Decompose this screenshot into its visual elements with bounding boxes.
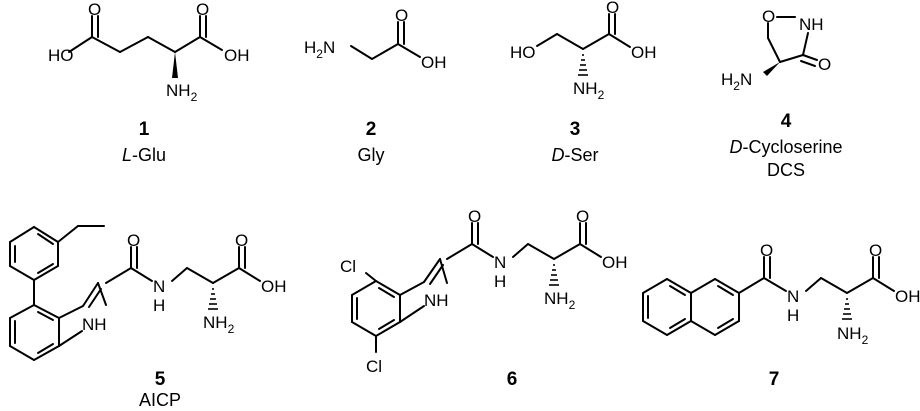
compound-number: 5 <box>155 369 166 390</box>
atom-label-main: NH <box>166 81 191 100</box>
atom-label: OH <box>421 53 447 72</box>
atom-label-n: N <box>323 38 335 57</box>
caption-rest: -Cycloserine <box>742 137 842 157</box>
compound-caption-abbreviation: DCS <box>767 160 805 180</box>
atom-label: O <box>235 231 248 250</box>
hashed-bond <box>549 264 559 286</box>
compound-caption: Gly <box>358 145 385 165</box>
compound-5-structure: O O OH N H NH NH2 5 AICP <box>9 225 287 410</box>
caption-prefix: L <box>122 145 132 165</box>
atom-label: H <box>153 296 165 315</box>
atom-label: O <box>395 6 408 25</box>
atom-label: NH <box>799 15 824 34</box>
compound-4-structure: O NH O H2N 4 D-Cycloserine DCS <box>721 7 843 180</box>
atom-label: O <box>606 0 619 17</box>
atom-label: H2N <box>304 38 335 61</box>
compound-number: 6 <box>507 369 518 390</box>
atom-label: O <box>576 207 589 226</box>
atom-label: H <box>494 272 506 291</box>
atom-label-subscript: 2 <box>569 298 576 312</box>
compound-number: 4 <box>781 111 792 132</box>
atom-label-subscript: 2 <box>228 322 235 336</box>
compound-caption: D-Ser <box>551 145 598 165</box>
atom-label-subscript: 2 <box>862 333 869 347</box>
atom-label: N <box>494 253 506 272</box>
compound-2-structure: H2N O OH 2 Gly <box>304 6 447 165</box>
atom-label: OH <box>261 277 287 296</box>
atom-label-subscript: 2 <box>316 47 323 61</box>
compound-caption: D-Cycloserine <box>729 137 842 157</box>
atom-label-main: H <box>304 38 316 57</box>
hashed-bond <box>208 288 218 310</box>
atom-label-n: N <box>740 70 752 89</box>
compound-caption: L-Glu <box>122 145 166 165</box>
atom-label-main: NH <box>544 289 569 308</box>
atom-label: OH <box>895 287 920 306</box>
caption-prefix: D <box>729 137 742 157</box>
atom-label: NH2 <box>203 313 235 336</box>
caption-rest: -Glu <box>132 145 166 165</box>
atom-label: NH2 <box>837 324 869 347</box>
atom-label: Cl <box>366 357 382 376</box>
atom-label: Cl <box>340 257 356 276</box>
compound-number: 7 <box>769 369 780 390</box>
atom-label: O <box>127 231 140 250</box>
caption-rest: Gly <box>358 145 385 165</box>
atom-label: NH2 <box>544 289 576 312</box>
compound-number: 3 <box>570 119 581 140</box>
atom-label: O <box>869 241 882 260</box>
caption-rest: -Ser <box>564 145 598 165</box>
caption-prefix: D <box>551 145 564 165</box>
atom-label: HO <box>510 43 536 62</box>
compound-3-structure: HO O OH NH2 3 D-Ser <box>510 0 657 165</box>
compound-number: 1 <box>139 119 150 140</box>
compound-6-structure: Cl Cl O O OH N H NH NH2 6 <box>340 207 628 390</box>
atom-label-subscript: 2 <box>191 90 198 104</box>
atom-label: OH <box>631 43 657 62</box>
atom-label-main: NH <box>573 79 598 98</box>
atom-label-main: NH <box>203 313 228 332</box>
atom-label: O <box>196 0 209 19</box>
compound-caption: AICP <box>139 390 181 410</box>
atom-label: H2N <box>721 70 752 93</box>
atom-label: OH <box>602 253 628 272</box>
atom-label: OH <box>224 46 250 65</box>
compound-number: 2 <box>366 119 377 140</box>
atom-label: O <box>88 0 101 19</box>
atom-label: NH2 <box>573 79 605 102</box>
atom-label: O <box>760 241 773 260</box>
hashed-bond <box>842 298 852 320</box>
atom-label: NH <box>82 315 107 334</box>
caption-rest: AICP <box>139 390 181 410</box>
atom-label: HO <box>48 46 74 65</box>
atom-label-subscript: 2 <box>733 79 740 93</box>
atom-label: N <box>153 277 165 296</box>
atom-label-main: NH <box>837 324 862 343</box>
atom-label: H <box>787 306 799 325</box>
hashed-bond <box>578 54 588 76</box>
atom-label: O <box>468 207 481 226</box>
atom-label-subscript: 2 <box>598 88 605 102</box>
atom-label: NH2 <box>166 81 198 104</box>
atom-label-main: H <box>721 70 733 89</box>
atom-label: O <box>818 55 831 74</box>
atom-label: O <box>762 7 775 26</box>
compound-1-structure: HO O O OH NH2 1 L-Glu <box>48 0 250 165</box>
atom-label: NH <box>424 291 449 310</box>
atom-label: N <box>787 287 799 306</box>
compound-7-structure: O O OH N H NH2 7 <box>642 241 920 390</box>
